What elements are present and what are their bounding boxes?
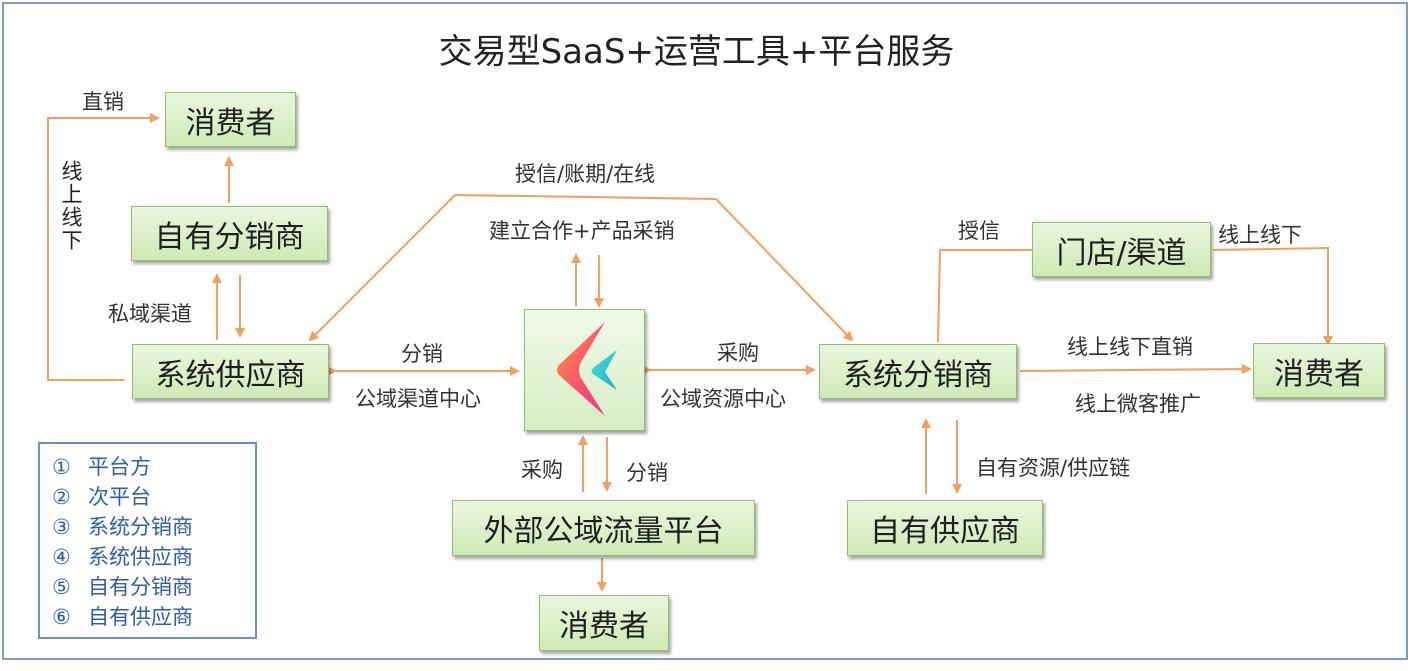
online-offline-vertical-label: 线上线下 (59, 160, 83, 252)
online-offline-label: 线上线下 (1218, 223, 1302, 247)
system-distributor-box: 系统分销商 (819, 344, 1017, 399)
diagram-title: 交易型SaaS+运营工具+平台服务 (438, 32, 955, 72)
purchase-right-label: 采购 (717, 341, 759, 365)
own-supplier-box: 自有供应商 (847, 500, 1043, 556)
credit-bridge-right-arrow (715, 198, 854, 342)
online-wechat-promo-label: 线上微客推广 (1075, 392, 1201, 416)
purchase-bottom-label: 采购 (521, 458, 563, 482)
system-supplier-box: 系统供应商 (132, 344, 329, 399)
credit-account-online-label: 授信/账期/在线 (515, 162, 656, 186)
consumer-right-box: 消费者 (1253, 343, 1385, 398)
distributor-to-store-line (937, 249, 1033, 343)
kuaike-chevron-logo-icon (557, 322, 617, 416)
direct-sale-label: 直销 (82, 90, 124, 114)
diagram-frame (2, 2, 1408, 660)
credit-bridge-left-arrow (308, 194, 456, 342)
distribution-left-label: 分销 (401, 342, 443, 366)
credit-label: 授信 (958, 219, 1000, 243)
public-resource-center-label: 公域资源中心 (660, 387, 786, 411)
platform-logo-box (524, 309, 645, 431)
public-channel-center-label: 公域渠道中心 (355, 387, 481, 411)
consumer-top-left-box: 消费者 (165, 92, 296, 147)
own-resource-supply-label: 自有资源/供应链 (976, 456, 1131, 480)
distributor-to-consumer-arrow (1019, 364, 1252, 375)
credit-bridge-top-line (454, 194, 717, 200)
consumer-bottom-box: 消费者 (539, 595, 669, 651)
build-cooperation-label: 建立合作+产品采销 (489, 219, 675, 243)
store-channel-box: 门店/渠道 (1032, 222, 1211, 277)
private-channel-label: 私域渠道 (108, 302, 192, 326)
distribution-bottom-label: 分销 (626, 461, 668, 485)
own-distributor-left-box: 自有分销商 (131, 206, 328, 261)
online-offline-direct-label: 线上线下直销 (1067, 335, 1193, 359)
external-platform-box: 外部公域流量平台 (452, 500, 755, 556)
direct-sale-arrow (47, 113, 160, 381)
store-to-consumer-arrow (1212, 246, 1333, 346)
